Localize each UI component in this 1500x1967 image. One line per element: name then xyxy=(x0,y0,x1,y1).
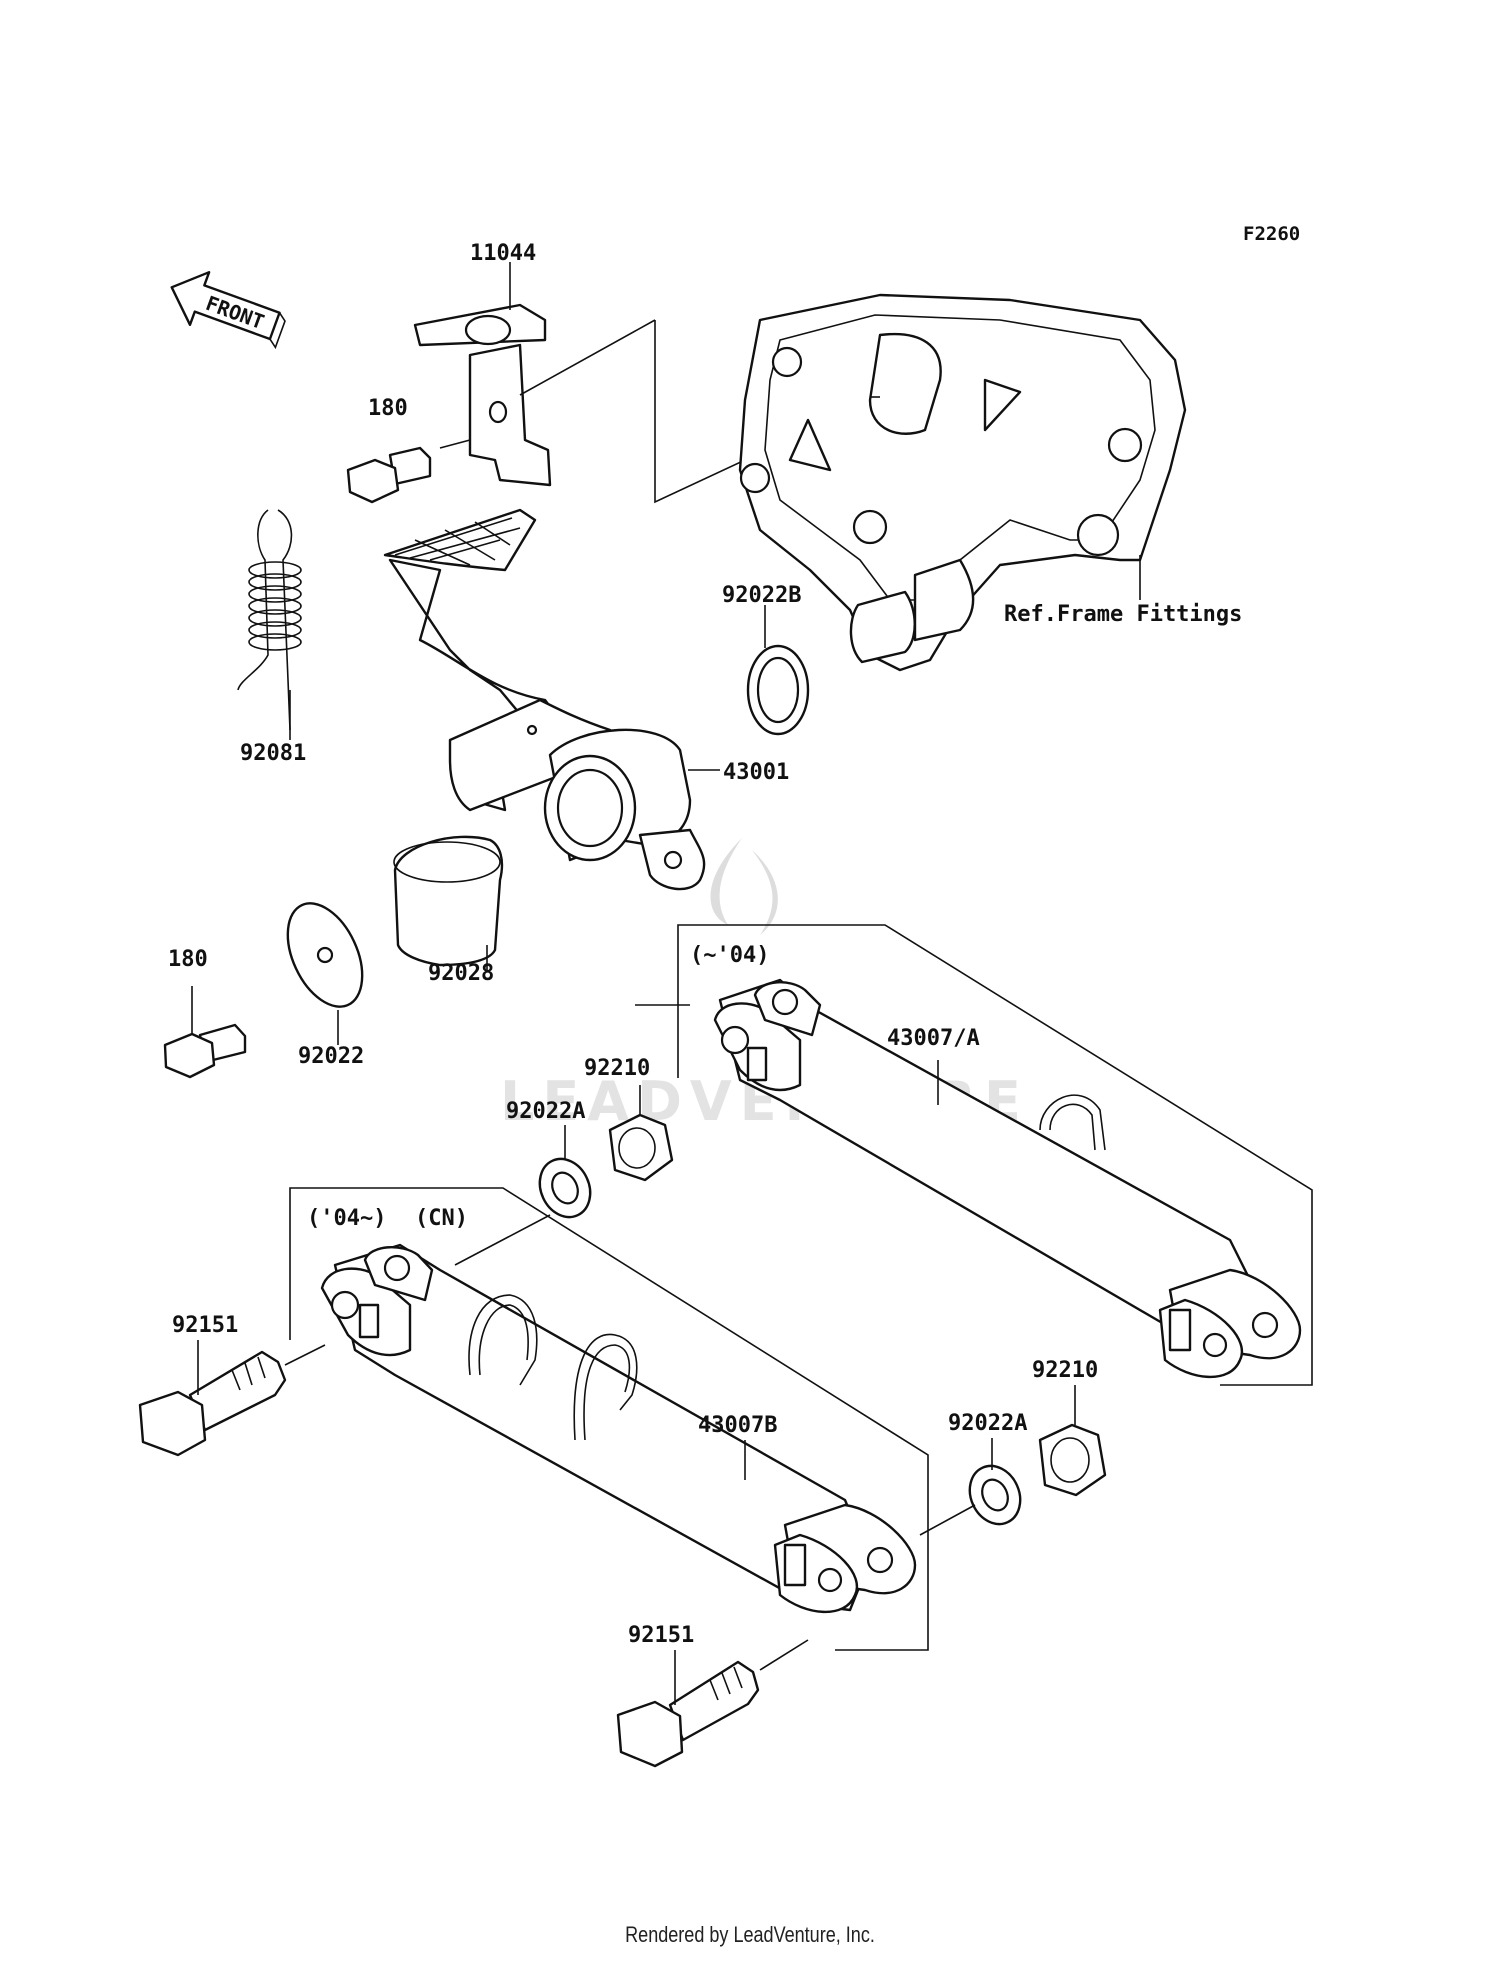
link-rod-43007B xyxy=(289,1187,929,1651)
bolt-180-upper xyxy=(346,439,471,504)
part-label-180-lower: 180 xyxy=(168,947,208,972)
diagram-code: F2260 xyxy=(1243,223,1300,245)
bracket-11044 xyxy=(413,262,881,504)
washer-92022 xyxy=(286,902,364,1045)
brake-pedal-43001 xyxy=(383,508,720,891)
bolt-180-lower xyxy=(163,986,247,1079)
note-upper-variant: (~'04) xyxy=(690,943,769,968)
part-label-92210-lower: 92210 xyxy=(1032,1358,1098,1383)
part-label-92210-upper: 92210 xyxy=(584,1056,650,1081)
part-label-92151-left: 92151 xyxy=(172,1313,238,1338)
part-label-92022: 92022 xyxy=(298,1044,364,1069)
washer-92022A-lower xyxy=(919,1438,1022,1536)
front-arrow-icon: FRONT xyxy=(170,270,286,350)
part-label-92028: 92028 xyxy=(428,961,494,986)
part-label-92081: 92081 xyxy=(240,741,306,766)
part-label-43007A: 43007/A xyxy=(887,1026,980,1051)
bolt-92151-left xyxy=(138,1340,326,1457)
washer-92022A-upper xyxy=(454,1125,592,1266)
frame-fitting: Ref.Frame Fittings xyxy=(738,293,1242,672)
collar-92028 xyxy=(393,835,504,970)
nut-92210-lower xyxy=(1038,1385,1107,1497)
nut-92210-upper xyxy=(608,1085,674,1182)
link-rod-43007A xyxy=(635,924,1313,1386)
footer-credit: Rendered by LeadVenture, Inc. xyxy=(625,1922,875,1947)
part-label-43001: 43001 xyxy=(723,760,789,785)
bolt-92151-bottom xyxy=(616,1639,809,1768)
spring-92081 xyxy=(237,509,302,740)
note-lower-variant: ('04~) xyxy=(307,1206,386,1231)
part-label-92151-bottom: 92151 xyxy=(628,1623,694,1648)
part-label-92022A-lower: 92022A xyxy=(948,1411,1027,1436)
ref-frame-label: Ref.Frame Fittings xyxy=(1004,602,1242,627)
part-label-43007B: 43007B xyxy=(698,1413,777,1438)
part-label-92022A-upper: 92022A xyxy=(506,1099,585,1124)
washer-92022B xyxy=(746,605,810,736)
note-lower-region: (CN) xyxy=(415,1206,468,1231)
part-label-11044: 11044 xyxy=(470,241,536,266)
part-label-180-upper: 180 xyxy=(368,396,408,421)
part-label-92022B: 92022B xyxy=(722,583,801,608)
